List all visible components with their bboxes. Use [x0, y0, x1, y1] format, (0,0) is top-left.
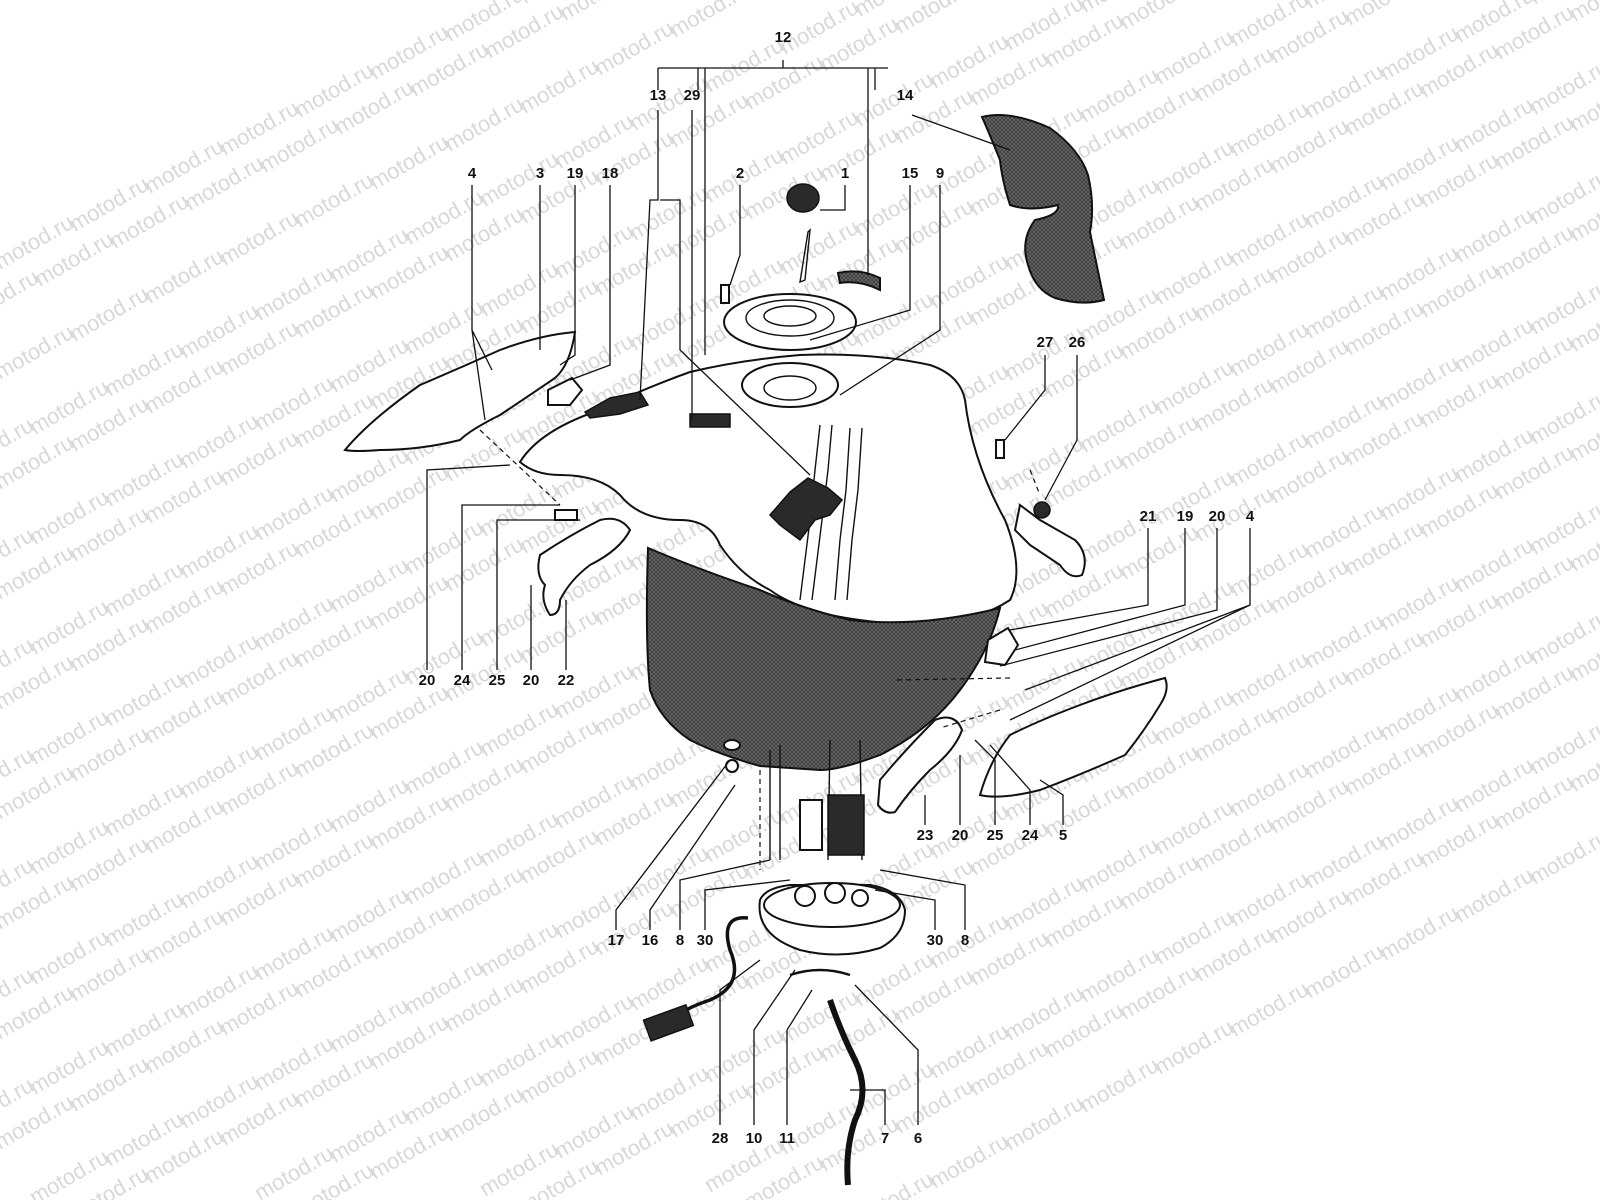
watermark-text: motod.ru: [1300, 938, 1388, 1003]
callout-label: 6: [914, 1130, 922, 1147]
callout-label: 25: [489, 672, 506, 689]
watermark-text: motod.ru: [365, 129, 453, 194]
callout-label: 24: [1022, 827, 1039, 844]
watermark-text: motod.ru: [1525, 824, 1600, 889]
callout-label: 18: [602, 165, 619, 182]
tank-logo: [768, 477, 844, 542]
watermark-text: motod.ru: [740, 0, 828, 4]
watermark-text: motod.ru: [1150, 1014, 1238, 1079]
watermark-text: motod.ru: [65, 281, 153, 346]
watermark-text: motod.ru: [140, 243, 228, 308]
callout-label: 29: [684, 87, 701, 104]
callout-label: 11: [779, 1130, 795, 1147]
fuel-pump-assembly: [642, 739, 907, 1186]
watermark-text: motod.ru: [1375, 900, 1463, 965]
callout-label: 23: [917, 827, 934, 844]
callout-label: 8: [961, 932, 969, 949]
watermark-text: motod.ru: [1075, 1052, 1163, 1117]
watermark-text: motod.ru: [1450, 862, 1538, 927]
pump-connector: [642, 1003, 695, 1042]
watermark-text: motod.ru: [1225, 976, 1313, 1041]
watermark-text: motod.ru: [1000, 1090, 1088, 1155]
watermark-text: motod.ru: [1340, 0, 1428, 30]
callout-label: 20: [1209, 508, 1226, 525]
fuel-tank-belly: [645, 546, 1002, 772]
callout-label: 12: [775, 29, 792, 46]
watermark-text: motod.ru: [665, 0, 753, 42]
right-bracket: [876, 716, 964, 814]
fuel-cap: [786, 183, 820, 213]
callout-label: 8: [676, 932, 684, 949]
callout-label: 22: [558, 672, 575, 689]
callout-label: 21: [1140, 508, 1157, 525]
callout-label: 19: [567, 165, 584, 182]
watermark-text: motod.ru: [925, 1128, 1013, 1193]
callout-label: 3: [536, 165, 544, 182]
rear-bracket: [1013, 503, 1086, 578]
watermark-text: motod.ru: [890, 0, 978, 38]
leader-lines: [426, 60, 1251, 1125]
watermark-text: motod.ru: [515, 53, 603, 118]
callout-label: 24: [454, 672, 471, 689]
callout-label: 4: [1246, 508, 1255, 525]
callout-label: 14: [897, 87, 914, 104]
callout-label: 28: [712, 1130, 729, 1147]
parts-drawing: [343, 114, 1168, 1186]
callout-label: 27: [1037, 334, 1054, 351]
right-side-panel: [978, 676, 1168, 798]
callout-label: 10: [746, 1130, 763, 1147]
callout-label: 15: [902, 165, 919, 182]
cap-seal: [836, 270, 881, 292]
callout-label: 7: [881, 1130, 889, 1147]
callout-labels: 12 13 29 14 4 3 19 18 2 1 15 9 27 26 21 …: [419, 29, 1255, 1147]
callout-label: 2: [736, 165, 744, 182]
callout-label: 19: [1177, 508, 1194, 525]
filler-ring: [723, 293, 857, 351]
callout-label: 1: [841, 165, 849, 182]
callout-label: 4: [468, 165, 477, 182]
tank-knee-pad: [980, 114, 1106, 304]
watermark-text: motod.ru: [1115, 0, 1203, 34]
callout-label: 30: [927, 932, 944, 949]
watermark-text: motod.ru: [290, 167, 378, 232]
watermark-text: motod.ru: [0, 319, 78, 384]
callout-label: 16: [642, 932, 659, 949]
callout-label: 30: [697, 932, 714, 949]
watermark-text: motod.ru: [215, 205, 303, 270]
watermark-text: motod.ru: [590, 15, 678, 80]
callout-label: 17: [608, 932, 625, 949]
watermark-text: motod.ru: [440, 91, 528, 156]
left-side-panel: [343, 330, 577, 452]
fuel-tank-body: [518, 353, 1018, 627]
left-bracket: [537, 517, 632, 617]
callout-label: 25: [987, 827, 1004, 844]
callout-label: 20: [952, 827, 969, 844]
callout-label: 13: [650, 87, 667, 104]
callout-label: 20: [523, 672, 540, 689]
callout-label: 5: [1059, 827, 1067, 844]
callout-label: 9: [936, 165, 944, 182]
callout-label: 26: [1069, 334, 1086, 351]
watermark-text: motod.ru: [555, 0, 643, 25]
callout-label: 20: [419, 672, 436, 689]
